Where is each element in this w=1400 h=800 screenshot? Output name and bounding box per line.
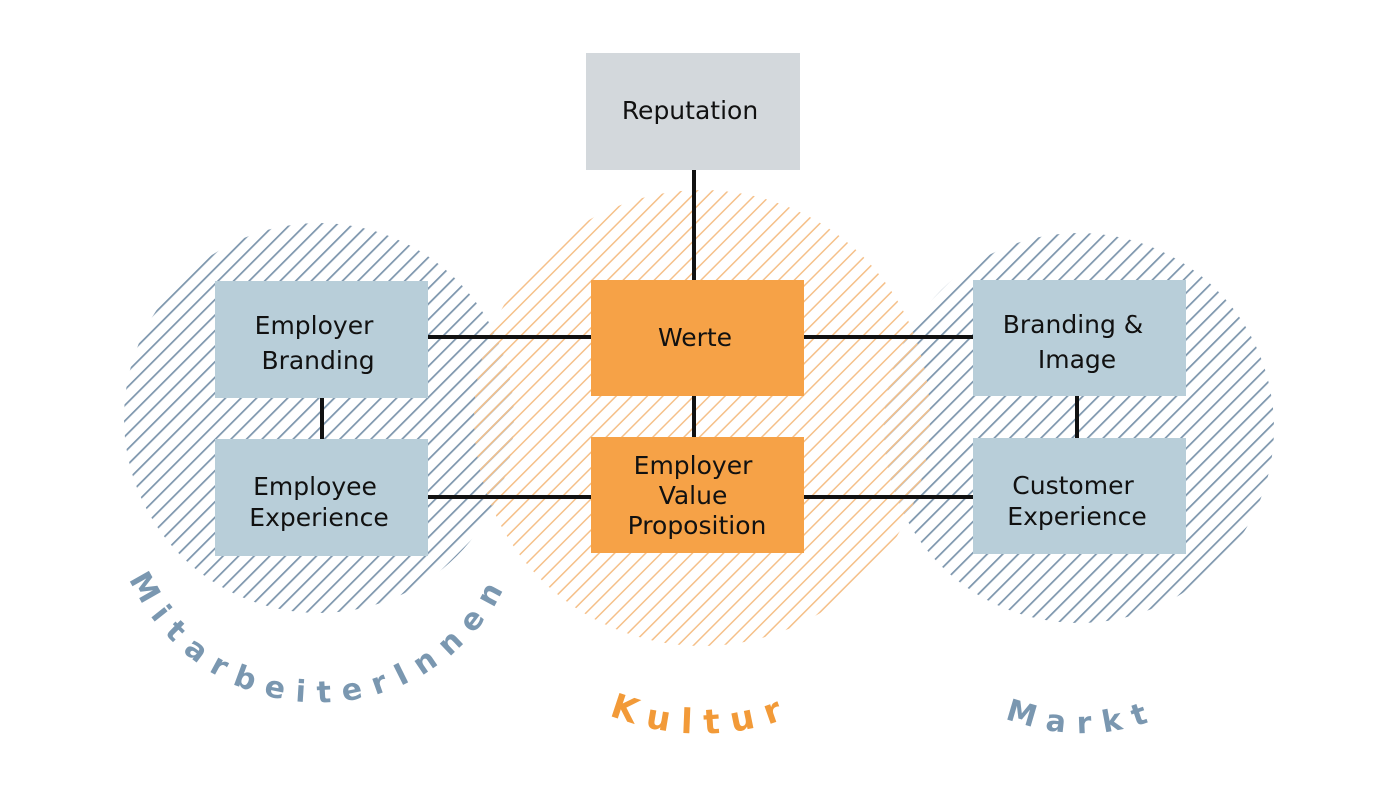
box-werte-bg [591,280,804,396]
box-branding-image-line: Image [1038,345,1116,374]
box-employer-branding-line: Employer [255,311,374,340]
box-employee-experience: Employee Experience [215,439,428,556]
box-employee-experience-bg [215,439,428,556]
box-employer-branding-label: Employer Branding [255,311,382,375]
box-werte-line: Werte [658,323,732,352]
box-evp-line: Value [659,481,728,510]
box-employer-branding-bg [215,281,428,398]
box-reputation: Reputation [586,53,800,170]
box-employer-branding: Employer Branding [215,281,428,398]
box-customer-experience-line: Experience [1007,502,1146,531]
box-evp-line: Employer [634,451,753,480]
box-customer-experience-line: Customer [1012,471,1134,500]
box-branding-image-bg [973,280,1186,396]
box-evp-bg [591,437,804,553]
box-reputation-label: Reputation [622,96,758,125]
connectors [320,170,1079,499]
kultur-circle [474,190,930,646]
box-branding-image-label: Branding & Image [1003,310,1152,374]
box-customer-experience-bg [973,438,1186,554]
markt-label-path: Markt [1002,693,1150,742]
box-employee-experience-line: Employee [253,472,377,501]
box-evp-label: Employer Value Proposition [628,451,767,540]
box-werte: Werte [591,280,804,396]
box-werte-label: Werte [658,323,732,352]
kultur-label: Kultur [606,686,798,743]
markt-label: Markt [1002,693,1162,742]
box-branding-image-line: Branding & [1003,310,1144,339]
box-employee-experience-line: Experience [249,503,388,532]
kultur-label-path: Kultur [606,686,786,743]
box-branding-image: Branding & Image [973,280,1186,396]
box-reputation-bg [586,53,800,170]
box-customer-experience: Customer Experience [973,438,1186,554]
box-evp-line: Proposition [628,511,767,540]
box-employer-branding-line: Branding [261,346,374,375]
box-employee-experience-label: Employee Experience [249,472,388,532]
box-employer-value-proposition: Employer Value Proposition [591,437,804,553]
box-customer-experience-label: Customer Experience [1007,471,1146,531]
box-reputation-line: Reputation [622,96,758,125]
